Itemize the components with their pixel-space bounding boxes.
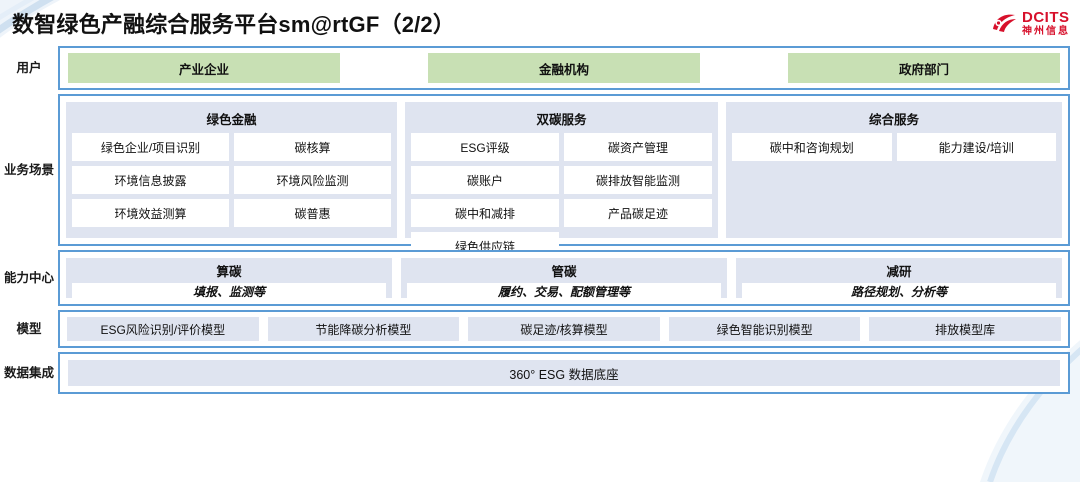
business-item[interactable]: 环境效益测算 [72, 199, 229, 227]
business-item[interactable]: 碳核算 [234, 133, 391, 161]
business-group-items: ESG评级 碳资产管理 碳账户 碳排放智能监测 碳中和减排 产品碳足迹 绿色供应… [411, 133, 712, 260]
business-group-comprehensive-service: 综合服务 碳中和咨询规划 能力建设/培训 [726, 102, 1062, 238]
row-label-capability-center: 能力中心 [3, 270, 54, 285]
business-item[interactable]: 碳中和咨询规划 [732, 133, 892, 161]
user-chip[interactable]: 政府部门 [788, 53, 1060, 83]
logo-text-cn: 神州信息 [1022, 25, 1070, 37]
user-chip[interactable]: 产业企业 [68, 53, 340, 83]
business-item[interactable]: 碳排放智能监测 [564, 166, 712, 194]
row-model: 模型 ESG风险识别/评价模型 节能降碳分析模型 碳足迹/核算模型 绿色智能识别… [0, 310, 1070, 348]
row-label-user: 用户 [16, 60, 42, 75]
row-label-model: 模型 [16, 321, 42, 336]
row-label-data-integration: 数据集成 [3, 365, 54, 380]
business-item[interactable]: 绿色企业/项目识别 [72, 133, 229, 161]
business-item[interactable]: 碳普惠 [234, 199, 391, 227]
capability-title: 算碳 [216, 265, 242, 279]
business-group-title: 综合服务 [868, 113, 919, 127]
user-chip[interactable]: 金融机构 [428, 53, 700, 83]
business-item[interactable]: 碳中和减排 [411, 199, 559, 227]
business-group-title: 双碳服务 [536, 113, 587, 127]
business-item[interactable]: 环境信息披露 [72, 166, 229, 194]
row-data-integration: 数据集成 360° ESG 数据底座 [0, 352, 1070, 394]
business-group-dual-carbon: 双碳服务 ESG评级 碳资产管理 碳账户 碳排放智能监测 碳中和减排 产品碳足迹… [405, 102, 718, 260]
page-header: 数智绿色产融综合服务平台sm@rtGF（2/2） DCITS 神州信息 [0, 0, 1080, 46]
row-body-business-scenario: 绿色金融 绿色企业/项目识别 碳核算 环境信息披露 环境风险监测 环境效益测算 … [58, 94, 1070, 260]
row-business-scenario: 业务场景 绿色金融 绿色企业/项目识别 碳核算 环境信息披露 环境风险监测 环境… [0, 94, 1070, 260]
business-group-green-finance: 绿色金融 绿色企业/项目识别 碳核算 环境信息披露 环境风险监测 环境效益测算 … [66, 102, 397, 238]
business-item[interactable]: 能力建设/培训 [896, 133, 1056, 161]
row-body-user: 产业企业 金融机构 政府部门 [58, 46, 1070, 90]
capability-subtitle: 填报、监测等 [72, 283, 386, 300]
row-body-model: ESG风险识别/评价模型 节能降碳分析模型 碳足迹/核算模型 绿色智能识别模型 … [58, 310, 1070, 348]
architecture-diagram: 用户 产业企业 金融机构 政府部门 业务场景 绿色金融 绿色企业/项目识别 碳核… [0, 46, 1080, 394]
page-title: 数智绿色产融综合服务平台sm@rtGF（2/2） [12, 12, 456, 37]
capability-title: 管碳 [551, 265, 577, 279]
model-chip[interactable]: 绿色智能识别模型 [668, 317, 861, 341]
row-body-data-integration: 360° ESG 数据底座 [58, 352, 1070, 394]
business-group-items: 碳中和咨询规划 能力建设/培训 [732, 133, 1056, 161]
business-group-title: 绿色金融 [206, 113, 257, 127]
capability-subtitle: 履约、交易、配额管理等 [407, 283, 721, 300]
capability-title: 减研 [886, 265, 912, 279]
business-group-items: 绿色企业/项目识别 碳核算 环境信息披露 环境风险监测 环境效益测算 碳普惠 [72, 133, 391, 227]
business-item[interactable]: 环境风险监测 [234, 166, 391, 194]
business-item[interactable]: 产品碳足迹 [564, 199, 712, 227]
row-capability-center: 能力中心 算碳 填报、监测等 管碳 履约、交易、配额管理等 减研 路径规划、分析… [0, 250, 1070, 306]
capability-subtitle: 路径规划、分析等 [742, 283, 1056, 300]
model-chip[interactable]: 排放模型库 [869, 317, 1061, 341]
brand-logo: DCITS 神州信息 [991, 10, 1070, 37]
capability-group[interactable]: 算碳 填报、监测等 [66, 258, 392, 300]
business-item[interactable]: 碳账户 [411, 166, 559, 194]
capability-group[interactable]: 减研 路径规划、分析等 [736, 258, 1062, 300]
model-chip[interactable]: 节能降碳分析模型 [267, 317, 460, 341]
model-chip[interactable]: 碳足迹/核算模型 [468, 317, 660, 341]
row-user: 用户 产业企业 金融机构 政府部门 [0, 46, 1070, 90]
dcits-swoosh-icon [991, 12, 1017, 34]
business-item[interactable]: 碳资产管理 [564, 133, 712, 161]
logo-text-en: DCITS [1022, 8, 1070, 26]
row-body-capability-center: 算碳 填报、监测等 管碳 履约、交易、配额管理等 减研 路径规划、分析等 [58, 250, 1070, 306]
model-chip[interactable]: ESG风险识别/评价模型 [67, 317, 259, 341]
row-label-business-scenario: 业务场景 [3, 162, 54, 177]
business-item[interactable]: ESG评级 [411, 133, 559, 161]
data-foundation-bar[interactable]: 360° ESG 数据底座 [68, 360, 1060, 386]
capability-group[interactable]: 管碳 履约、交易、配额管理等 [401, 258, 727, 300]
